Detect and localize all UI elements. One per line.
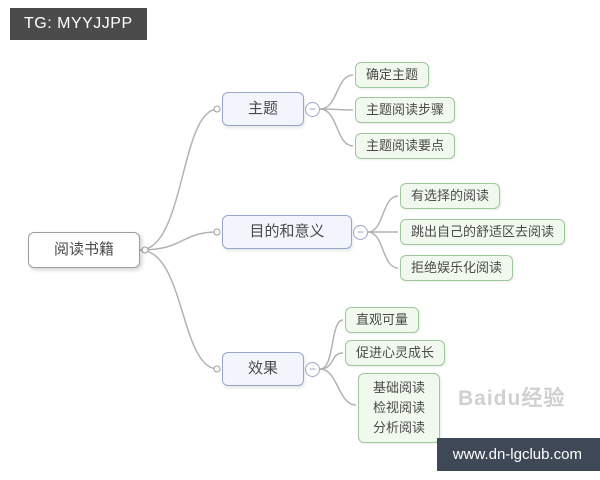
leaf-node-comfort-zone-reading[interactable]: 跳出自己的舒适区去阅读 [400, 219, 566, 245]
connector-effect-child2 [319, 352, 344, 370]
branch-node-purpose[interactable]: 目的和意义 [222, 215, 352, 249]
leaf-node-reading-levels[interactable]: 基础阅读 检视阅读 分析阅读 [358, 373, 441, 443]
collapse-toggle-effect[interactable]: − [305, 362, 320, 377]
root-connector-dot [141, 246, 149, 254]
collapse-toggle-theme[interactable]: − [305, 102, 320, 117]
connector-root-theme [139, 108, 219, 251]
connector-root-purpose [139, 231, 219, 251]
connector-effect-child1 [319, 319, 344, 370]
connector-purpose-child3 [367, 231, 399, 269]
branch-node-theme[interactable]: 主题 [222, 92, 304, 126]
leaf-node-selective-reading[interactable]: 有选择的阅读 [400, 183, 501, 209]
leaf-node-intuitive-measurable[interactable]: 直观可量 [345, 307, 420, 333]
site-url-badge: www.dn-lgclub.com [436, 438, 600, 471]
baidu-watermark: Baidu经验 [458, 387, 566, 410]
effect-connector-dot [213, 365, 221, 373]
branch-node-effect[interactable]: 效果 [222, 352, 304, 386]
connector-theme-child3 [319, 108, 354, 147]
collapse-toggle-purpose[interactable]: − [353, 225, 368, 240]
theme-connector-dot [213, 105, 221, 113]
leaf-node-theme-reading-steps[interactable]: 主题阅读步骤 [355, 97, 456, 123]
connector-theme-child2 [319, 108, 354, 111]
root-node-reading-books[interactable]: 阅读书籍 [28, 232, 140, 268]
connector-effect-child3 [319, 368, 357, 406]
connector-purpose-child1 [367, 195, 399, 233]
purpose-connector-dot [213, 228, 221, 236]
leaf-node-determine-theme[interactable]: 确定主题 [355, 62, 430, 88]
leaf-node-spiritual-growth[interactable]: 促进心灵成长 [345, 340, 446, 366]
connector-theme-child1 [319, 74, 354, 110]
leaf-node-theme-reading-points[interactable]: 主题阅读要点 [355, 133, 456, 159]
tg-badge: TG: MYYJJPP [10, 8, 147, 40]
connector-root-effect [139, 249, 219, 370]
leaf-node-refuse-entertainment-reading[interactable]: 拒绝娱乐化阅读 [400, 255, 514, 281]
